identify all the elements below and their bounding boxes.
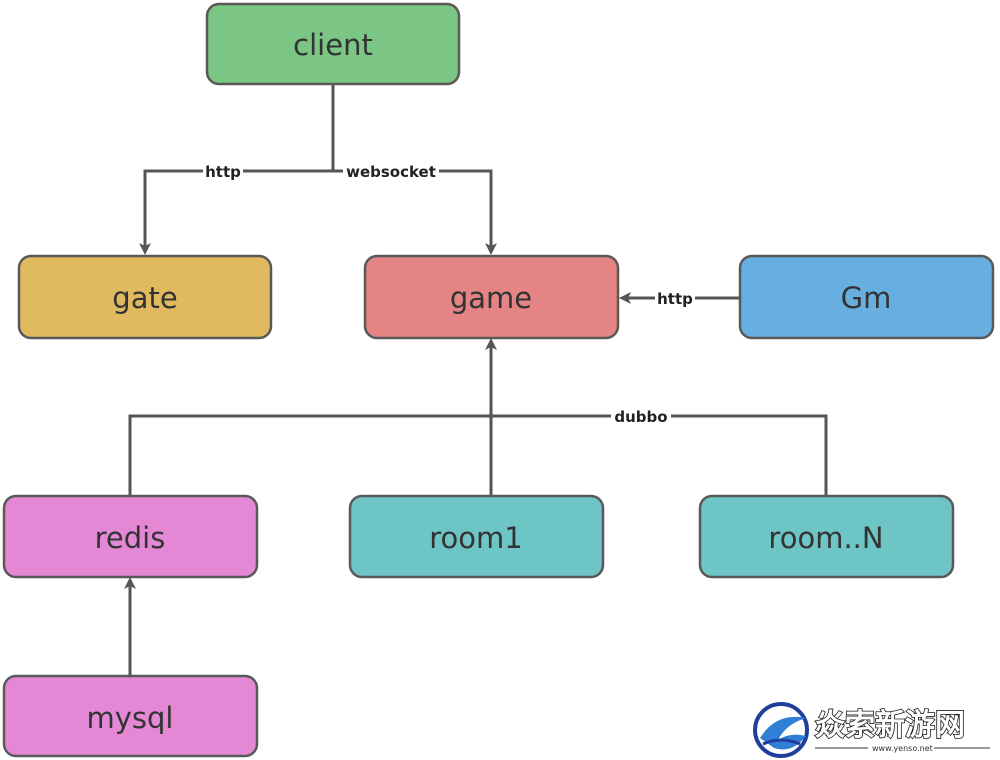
edge-client-to-gate [139, 169, 333, 255]
node-gate-box [17, 254, 273, 340]
edge-labels: http websocket http dubbo [203, 161, 695, 426]
node-mysql-box [2, 674, 259, 758]
node-client: client [205, 2, 461, 86]
edge-label-http-client-gate: http [205, 163, 241, 181]
watermark-text: 焱索新游网 [815, 708, 965, 743]
edge-dubbo-bus [128, 414, 828, 496]
node-mysql: mysql [2, 674, 259, 758]
node-redis: redis [2, 494, 259, 579]
watermark-logo-icon [753, 702, 809, 758]
node-gm-box [738, 254, 995, 340]
watermark: 焱索新游网 www.yenso.net [753, 702, 990, 758]
node-mysql-label: mysql [87, 701, 174, 735]
node-gate-label: gate [112, 281, 177, 315]
node-room1-box [348, 494, 605, 579]
edge-label-websocket: websocket [346, 163, 436, 181]
node-gate: gate [17, 254, 273, 340]
node-roomN: room..N [698, 494, 955, 579]
node-room1: room1 [348, 494, 605, 579]
edge-client-to-game [333, 169, 497, 255]
node-game-box [363, 254, 620, 340]
node-gm: Gm [738, 254, 995, 340]
node-redis-label: redis [95, 521, 166, 555]
edge-label-dubbo: dubbo [614, 408, 667, 426]
node-gm-label: Gm [841, 281, 892, 315]
node-roomN-box [698, 494, 955, 579]
node-client-label: client [293, 28, 373, 62]
node-redis-box [2, 494, 259, 579]
node-room1-label: room1 [429, 521, 522, 555]
node-roomN-label: room..N [768, 521, 883, 555]
node-game-label: game [450, 281, 532, 315]
node-client-box [205, 2, 461, 86]
edge-label-http-gm-game: http [657, 290, 693, 308]
node-game: game [363, 254, 620, 340]
watermark-url: www.yenso.net [872, 744, 933, 753]
